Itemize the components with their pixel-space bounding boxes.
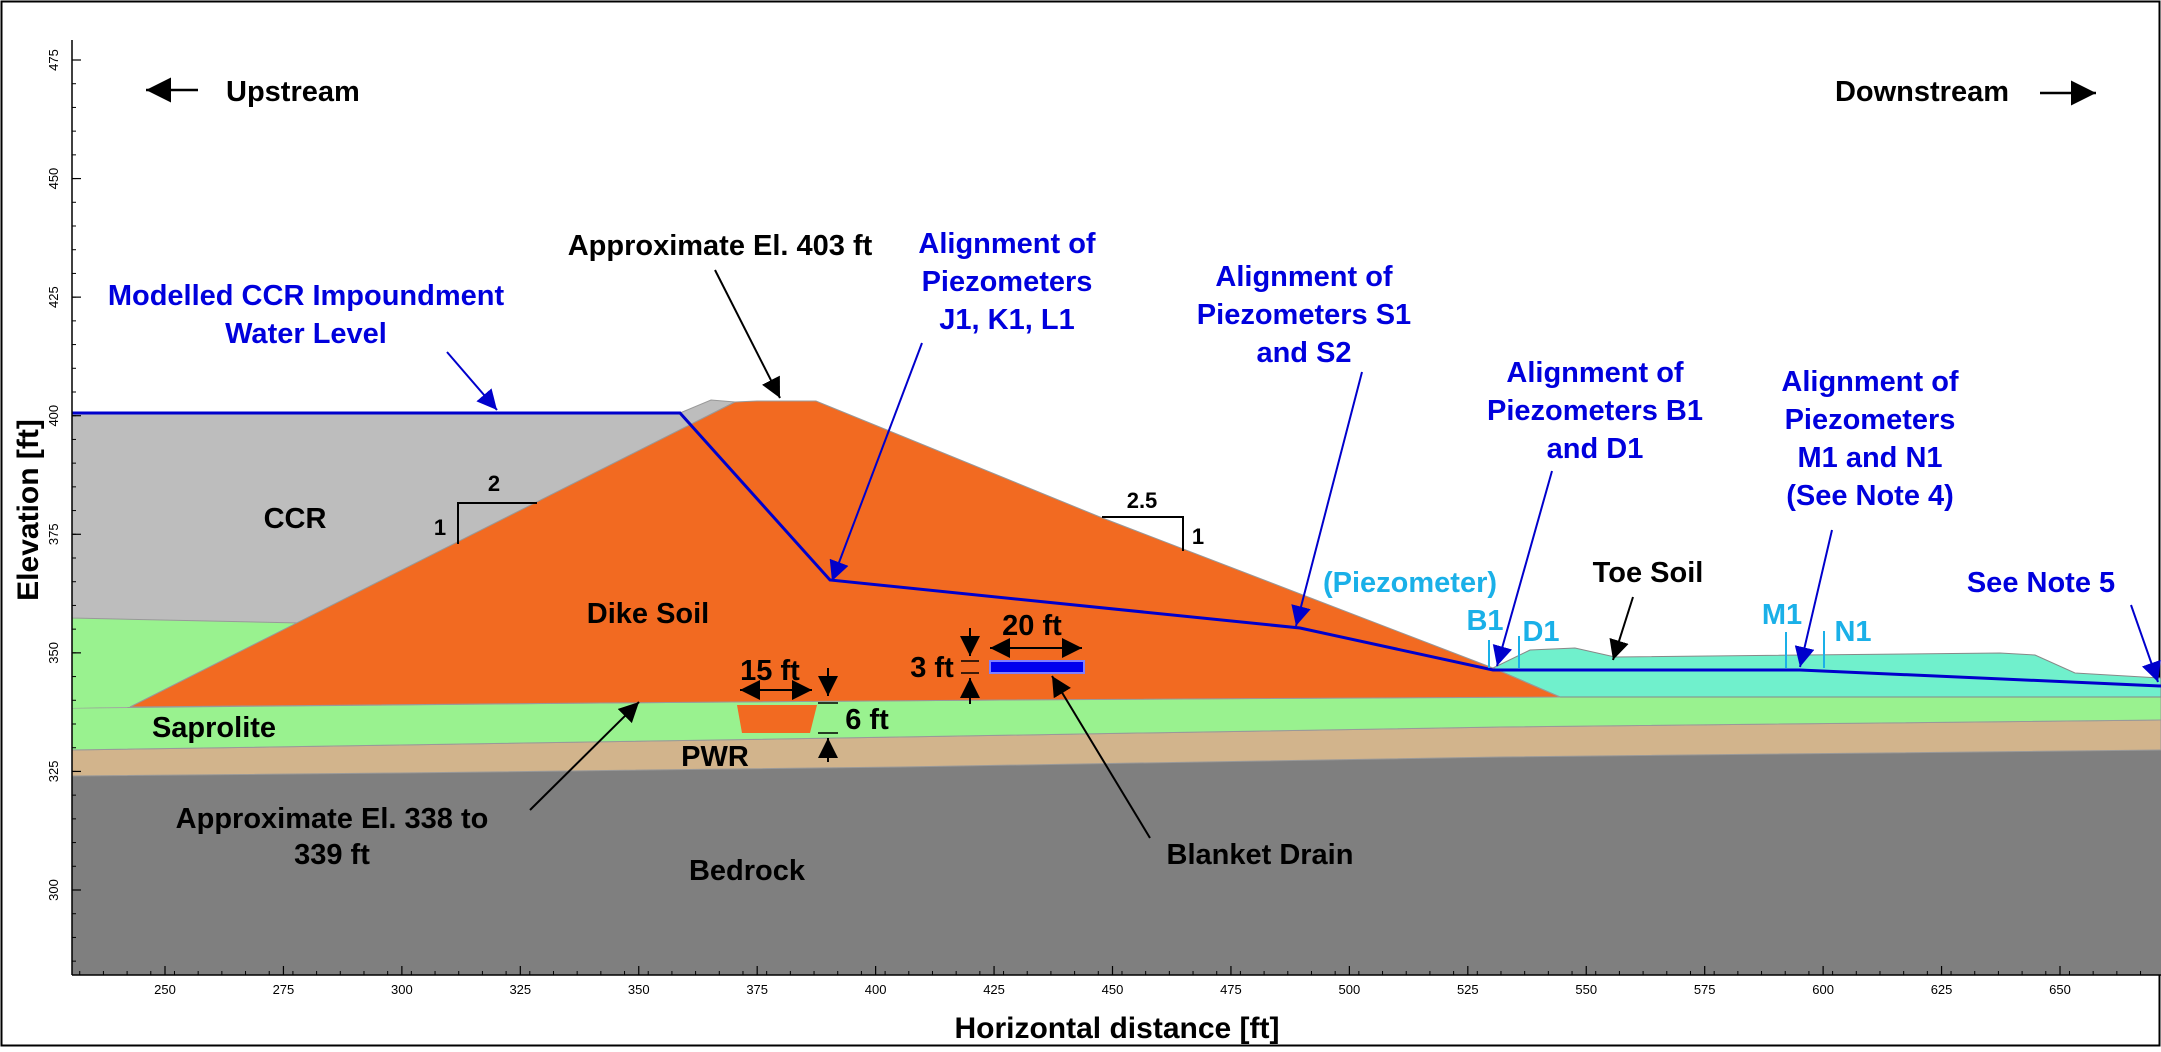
blanket-drain-label: Blanket Drain <box>1167 839 1354 871</box>
bd-label-3: and D1 <box>1547 433 1644 465</box>
mn-label-2: Piezometers <box>1785 404 1956 436</box>
x-tick-label: 625 <box>1931 982 1953 997</box>
upstream-saprolite-zone <box>72 618 300 708</box>
saprolite-label: Saprolite <box>152 712 276 744</box>
x-tick-label: 500 <box>1339 982 1361 997</box>
toe-soil-leader <box>1609 596 1634 661</box>
mn-leader <box>1794 529 1833 668</box>
dike-soil-label: Dike Soil <box>587 598 710 630</box>
y-tick-label: 300 <box>46 879 61 901</box>
mn-label-1: Alignment of <box>1781 366 1959 398</box>
y-tick-label: 425 <box>46 286 61 308</box>
downstream-slope-vertical: 1 <box>1192 524 1204 549</box>
blanket-drain-leader <box>1051 675 1151 839</box>
upstream-slope-horizontal: 2 <box>488 471 500 496</box>
s-label-3: and S2 <box>1256 337 1351 369</box>
dike-soil-layer <box>129 400 1561 708</box>
mn-label-4: (See Note 4) <box>1786 480 1954 512</box>
piezometer-label: (Piezometer) <box>1323 567 1497 599</box>
material-layers <box>71 399 2161 975</box>
note5-leader <box>2130 604 2161 683</box>
dim-20ft-label: 20 ft <box>1002 610 1062 642</box>
pwr-label: PWR <box>681 741 749 773</box>
bedrock-layer <box>72 750 2161 975</box>
slope-indicators: 1 2 2.5 1 <box>434 471 1204 551</box>
n1-label: N1 <box>1834 616 1871 648</box>
dim-3ft-label: 3 ft <box>910 652 954 684</box>
crest-leader <box>714 269 781 399</box>
downstream-label: Downstream <box>1835 76 2009 108</box>
direction-labels: Upstream Downstream <box>146 76 2096 108</box>
x-tick-label: 300 <box>391 982 413 997</box>
y-tick-label: 325 <box>46 761 61 783</box>
x-tick-label: 650 <box>2049 982 2071 997</box>
jkl-label-1: Alignment of <box>918 228 1096 260</box>
cutoff-trench <box>737 705 817 733</box>
x-axis-title: Horizontal distance [ft] <box>954 1012 1279 1045</box>
dimension-annotations: 15 ft 6 ft 3 ft 20 ft <box>740 610 1082 762</box>
b1-label: B1 <box>1466 605 1503 637</box>
y-tick-label: 350 <box>46 642 61 664</box>
y-ticks: 300 325 350 375 400 425 450 475 <box>46 49 81 962</box>
water-level-label-1: Modelled CCR Impoundment <box>108 280 505 312</box>
x-tick-label: 475 <box>1220 982 1242 997</box>
blanket-drain <box>989 660 1085 674</box>
downstream-slope-triangle <box>1102 516 1184 551</box>
y-tick-label: 450 <box>46 168 61 190</box>
x-tick-label: 550 <box>1575 982 1597 997</box>
x-tick-label: 450 <box>1102 982 1124 997</box>
crest-elevation-label: Approximate El. 403 ft <box>568 230 873 262</box>
x-tick-label: 400 <box>865 982 887 997</box>
x-tick-label: 275 <box>273 982 295 997</box>
x-tick-label: 575 <box>1694 982 1716 997</box>
water-level-label-2: Water Level <box>225 318 387 350</box>
ccr-label: CCR <box>264 503 327 535</box>
bd-label-2: Piezometers B1 <box>1487 395 1703 427</box>
water-level-leader <box>446 351 498 411</box>
x-tick-label: 425 <box>983 982 1005 997</box>
s-label-2: Piezometers S1 <box>1197 299 1411 331</box>
s-label-1: Alignment of <box>1215 261 1393 293</box>
y-tick-label: 375 <box>46 523 61 545</box>
y-tick-label: 400 <box>46 405 61 427</box>
bd-label-1: Alignment of <box>1506 357 1684 389</box>
jkl-label-2: Piezometers <box>922 266 1093 298</box>
upstream-slope-vertical: 1 <box>434 515 446 540</box>
mn-label-3: M1 and N1 <box>1797 442 1942 474</box>
x-tick-label: 250 <box>154 982 176 997</box>
upstream-label: Upstream <box>226 76 360 108</box>
downstream-slope-horizontal: 2.5 <box>1127 488 1158 513</box>
jkl-label-3: J1, K1, L1 <box>939 304 1074 336</box>
axes: 250 275 300 325 350 375 400 425 450 475 500 525 550 5… <box>12 40 2161 1045</box>
base-elevation-label-1: Approximate El. 338 to <box>176 803 489 835</box>
bd-leader <box>1492 470 1553 667</box>
m1-label: M1 <box>1762 599 1802 631</box>
base-elevation-leader <box>529 701 640 811</box>
note5-label: See Note 5 <box>1967 567 2115 599</box>
jkl-leader <box>829 342 923 582</box>
x-tick-label: 375 <box>746 982 768 997</box>
y-tick-label: 475 <box>46 49 61 71</box>
base-elevation-label-2: 339 ft <box>294 839 370 871</box>
toe-soil-label: Toe Soil <box>1593 557 1704 589</box>
dim-15ft-label: 15 ft <box>740 655 800 687</box>
s-leader <box>1291 371 1363 627</box>
x-tick-label: 325 <box>509 982 531 997</box>
x-tick-label: 525 <box>1457 982 1479 997</box>
material-labels: CCR Dike Soil Saprolite PWR Bedrock Toe … <box>152 503 1703 887</box>
black-callouts: Approximate El. 403 ft Approximate El. 3… <box>176 230 1354 871</box>
x-tick-label: 600 <box>1812 982 1834 997</box>
d1-label: D1 <box>1522 616 1559 648</box>
bedrock-label: Bedrock <box>689 855 806 887</box>
y-axis-title: Elevation [ft] <box>12 419 45 601</box>
piezometer-markers: (Piezometer) B1 D1 M1 N1 <box>1323 567 1872 668</box>
upstream-slope-triangle <box>457 502 537 544</box>
x-tick-label: 350 <box>628 982 650 997</box>
dim-6ft-label: 6 ft <box>845 704 889 736</box>
x-ticks: 250 275 300 325 350 375 400 425 450 475 500 525 550 5… <box>79 966 2142 997</box>
blue-callouts: Modelled CCR Impoundment Water Level Ali… <box>108 228 2161 683</box>
